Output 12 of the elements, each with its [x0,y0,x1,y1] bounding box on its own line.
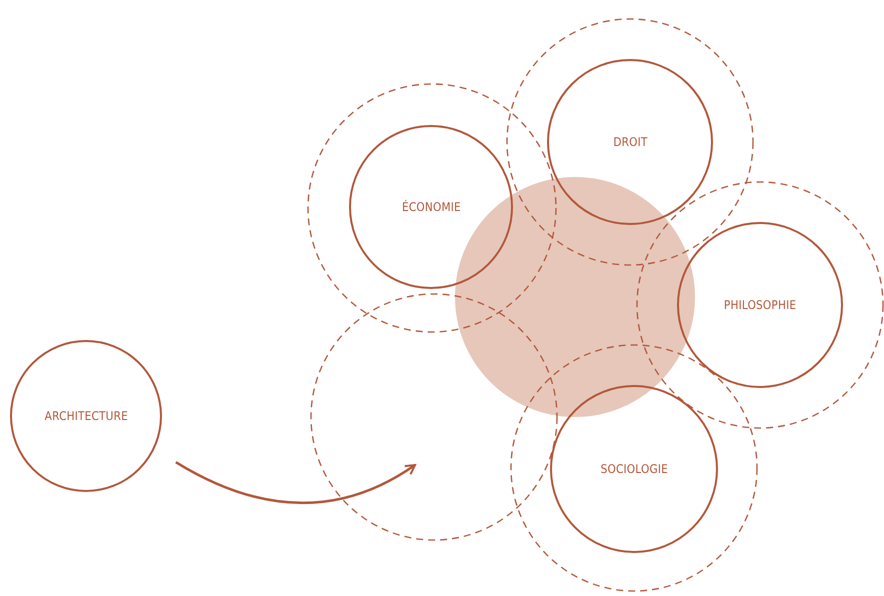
circle-node [550,385,718,553]
circle-node [677,222,843,388]
dashed-circle [510,344,758,592]
curved-arrow [175,461,416,504]
node-label: PHILOSOPHIE [724,298,796,312]
circle-node [10,340,162,492]
node-label: ARCHITECTURE [44,409,128,423]
dashed-circle [310,293,558,541]
node-label: DROIT [612,135,648,149]
dashed-circle [636,181,884,429]
node-label: ÉCONOMIE [402,200,460,214]
node-label: SOCIOLOGIE [600,462,668,476]
